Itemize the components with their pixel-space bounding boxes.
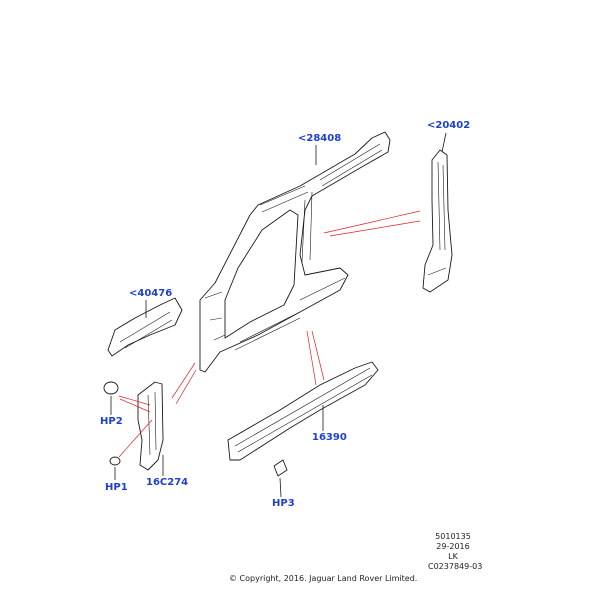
callout-hp3[interactable]: HP3 [272, 498, 295, 509]
rocker-panel-part[interactable] [227, 361, 379, 461]
illustration-date: 29-2016 [436, 542, 470, 551]
leader-lines [110, 132, 447, 498]
body-side-assembly[interactable] [199, 131, 391, 373]
callout-hp2[interactable]: HP2 [100, 416, 123, 427]
callout-20402[interactable]: <20402 [427, 120, 471, 131]
callout-hp1[interactable]: HP1 [105, 482, 128, 493]
illustration-metadata: 5010135 29-2016 LK C0237849-03 [428, 532, 483, 572]
illustration-region: LK [448, 552, 458, 561]
illustration-code: 5010135 [435, 532, 471, 541]
hole-plug-3-shape[interactable] [273, 459, 288, 477]
a-pillar-reinforcement-part[interactable] [107, 297, 183, 357]
callout-16c274[interactable]: 16C274 [146, 477, 189, 488]
hole-plug-2-shape[interactable] [103, 381, 119, 395]
c-pillar-part[interactable] [422, 149, 453, 293]
callout-40476[interactable]: <40476 [129, 288, 173, 299]
callout-16390[interactable]: 16390 [312, 432, 347, 443]
b-pillar-lower-part[interactable] [137, 381, 164, 471]
illustration-id: C0237849-03 [428, 562, 483, 571]
callout-28408[interactable]: <28408 [298, 133, 342, 144]
hole-plug-1-shape[interactable] [109, 456, 121, 466]
reference-lines [118, 210, 421, 458]
copyright-notice: © Copyright, 2016. Jaguar Land Rover Lim… [229, 574, 418, 583]
